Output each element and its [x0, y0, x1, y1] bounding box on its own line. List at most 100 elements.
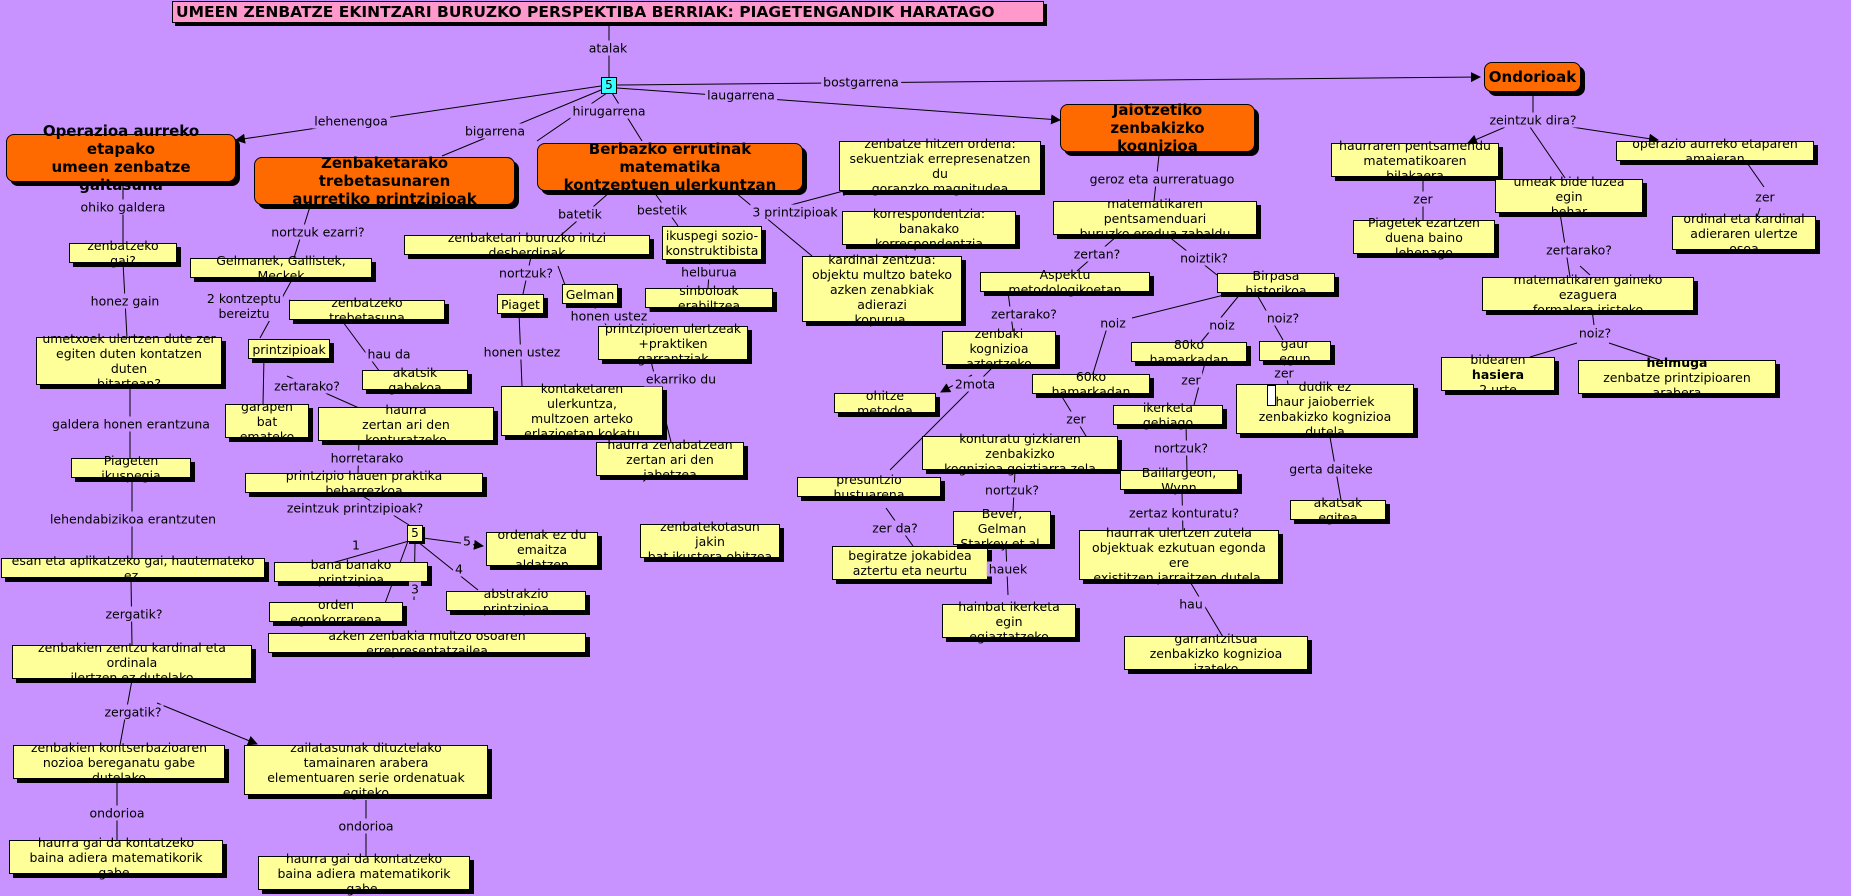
- concept-node: zenbatekotasun jakin bat ikustera ohitze…: [640, 519, 780, 564]
- concept-node: haurra zertan ari den konturatzeko: [318, 402, 494, 447]
- concept-node: kardinal zentzua: objektu multzo bateko …: [802, 252, 962, 327]
- main-concept: Jaiotzetiko zenbakizko kognizioa: [1060, 101, 1255, 155]
- link-label: ekarriko du: [643, 371, 719, 387]
- concept-node: azken zenbakia multzo osoaren errepresen…: [268, 628, 586, 658]
- link-label: 3: [409, 581, 421, 597]
- link-label: zergatik?: [102, 704, 164, 720]
- concept-node: helmuga zenbatze printzipioaren arabera: [1578, 355, 1776, 400]
- concept-node: gaur egun: [1259, 336, 1331, 366]
- link-label: zer: [1272, 365, 1296, 381]
- link-label: noiztik?: [1178, 250, 1230, 266]
- link-label: zer: [1411, 191, 1435, 207]
- concept-node: dudik ez haur jaioberriek zenbakizko kog…: [1236, 379, 1414, 439]
- concept-node: bana banako printzipioa: [274, 557, 428, 587]
- concept-node: zenbakien kontserbazioaren nozioa berega…: [13, 740, 225, 785]
- concept-node: 80ko hamarkadan: [1131, 337, 1247, 367]
- link-label: helburua: [679, 264, 739, 280]
- link-label: zer: [1179, 372, 1203, 388]
- link-label: nortzuk?: [1152, 440, 1210, 456]
- link-label: nortzuk?: [497, 265, 555, 281]
- link-label: 4: [453, 561, 465, 577]
- link-label: hirugarrena: [570, 103, 648, 119]
- link-label: galdera honen erantzuna: [50, 416, 212, 432]
- concept-node: esan eta aplikatzeko gai, hautemateko ez…: [1, 553, 265, 583]
- marker-block: [1267, 385, 1276, 406]
- link-line: [616, 72, 1481, 86]
- link-label: ondorioa: [336, 818, 396, 834]
- bold-text: helmuga: [1646, 354, 1708, 370]
- link-label: noiz?: [1264, 310, 1302, 326]
- link-label: honez gain: [88, 293, 162, 309]
- link-label: zergatik?: [103, 606, 165, 622]
- concept-node: Gelman: [562, 284, 618, 304]
- link-label: atalak: [586, 40, 630, 56]
- link-label: bostgarrena: [821, 74, 901, 90]
- link-line: [616, 87, 1061, 125]
- link-label: 2mota: [952, 376, 998, 392]
- link-label: nortzuk ezarri?: [269, 224, 367, 240]
- concept-node: zenbatzeko trebetasuna: [289, 295, 445, 325]
- concept-node: kontaketaren ulerkuntza, multzoen arteko…: [501, 381, 663, 441]
- bold-text: hasiera: [1471, 366, 1525, 382]
- link-label: honen ustez: [481, 344, 563, 360]
- link-label: horretarako: [328, 450, 406, 466]
- link-label: zer: [1064, 411, 1088, 427]
- link-label: batetik: [556, 206, 604, 222]
- link-label: zer da?: [870, 520, 920, 536]
- hub-node: 5: [407, 525, 423, 542]
- concept-node: orden egonkorrarena: [269, 597, 403, 627]
- text-span: 2 urte: [1479, 381, 1517, 397]
- link-label: noiz?: [1576, 325, 1614, 341]
- link-label: zertarako?: [272, 378, 342, 394]
- concept-node: begiratze jokabidea aztertu eta neurtu: [832, 546, 988, 580]
- concept-node: umetxoek ulertzen dute zer egiten duten …: [36, 331, 222, 391]
- concept-node: ikuspegi sozio- konstruktibista: [662, 226, 762, 260]
- concept-node: zenbakien zentzu kardinal eta ordinala i…: [12, 640, 252, 685]
- link-label: 2 kontzeptu bereiztu: [204, 291, 284, 321]
- link-label: noiz: [1098, 315, 1128, 331]
- text-span: zenbatze printzipioaren arabera: [1603, 369, 1751, 400]
- concept-node: konturatu gizkiaren zenbakizko kognizioa…: [922, 431, 1118, 476]
- main-concept: Berbazko errutinak matematika kontzeptue…: [537, 140, 803, 194]
- concept-node: ordinal eta kardinal adieraren ulertze o…: [1672, 211, 1816, 256]
- concept-node: hainbat ikerketa egin egiaztatzeko: [942, 599, 1076, 644]
- concept-node: ohitze metodoa: [834, 388, 936, 418]
- concept-node: Bever, Gelman Starkey et al.: [953, 506, 1051, 551]
- link-label: zeintzuk printzipioak?: [284, 500, 426, 516]
- link-label: zertarako?: [989, 306, 1059, 322]
- concept-node: zailatasunak dituztelako tamainaren arab…: [244, 740, 488, 800]
- concept-node: haurra gai da kontatzeko baina adiera ma…: [9, 835, 223, 880]
- concept-node: akatsik gabekoa: [362, 365, 468, 395]
- text-span: bidearen: [1470, 351, 1526, 367]
- concept-node: operazio aurreko etaparen amaieran: [1616, 136, 1814, 166]
- link-label: lehendabizikoa erantzuten: [47, 511, 219, 527]
- concept-node: ordenak ez du emaitza aldatzen: [486, 527, 598, 572]
- link-label: 3 printzipioak: [750, 204, 840, 220]
- link-label: bigarrena: [462, 123, 528, 139]
- link-label: hauek: [986, 561, 1030, 577]
- link-label: honen ustez: [568, 308, 650, 324]
- concept-node: Piaget: [497, 294, 544, 314]
- concept-node: printzipioen ulertzeak +praktiken garran…: [598, 321, 748, 366]
- link-label: zertan?: [1071, 246, 1123, 262]
- link-label: noiz: [1207, 317, 1237, 333]
- link-line: [441, 89, 602, 157]
- concept-node: matematikaren pentsamenduari buruzko ere…: [1053, 196, 1257, 241]
- concept-node: haurra zenabatzean zertan ari den jabetz…: [596, 437, 744, 482]
- concept-node: korrespondentzia: banakako korrespondent…: [842, 206, 1016, 251]
- concept-node: sinboloak erabiltzea: [645, 283, 773, 313]
- page-title: UMEEN ZENBATZE EKINTZARI BURUZKO PERSPEK…: [172, 1, 1044, 23]
- concept-node: ikerketa gehiago: [1113, 400, 1223, 430]
- concept-node: printzipio hauen praktika beharrezkoa: [245, 468, 483, 498]
- link-label: zertarako?: [1544, 242, 1614, 258]
- concept-node: Baillargeon, Wynn: [1120, 465, 1238, 495]
- concept-node: zenbaki kognizioa aztertzeko: [942, 326, 1056, 371]
- link-label: 1: [350, 537, 362, 553]
- link-label: geroz eta aurreratuago: [1087, 171, 1237, 187]
- concept-node: zenbatzeko gai?: [69, 238, 177, 268]
- concept-node: Piagetek ezartzen duena baino lehenago: [1353, 215, 1495, 260]
- link-label: hau: [1177, 596, 1205, 612]
- concept-node: Aspektu metodologikoetan: [980, 267, 1150, 297]
- link-label: gerta daiteke: [1287, 461, 1375, 477]
- link-label: ondorioa: [87, 805, 147, 821]
